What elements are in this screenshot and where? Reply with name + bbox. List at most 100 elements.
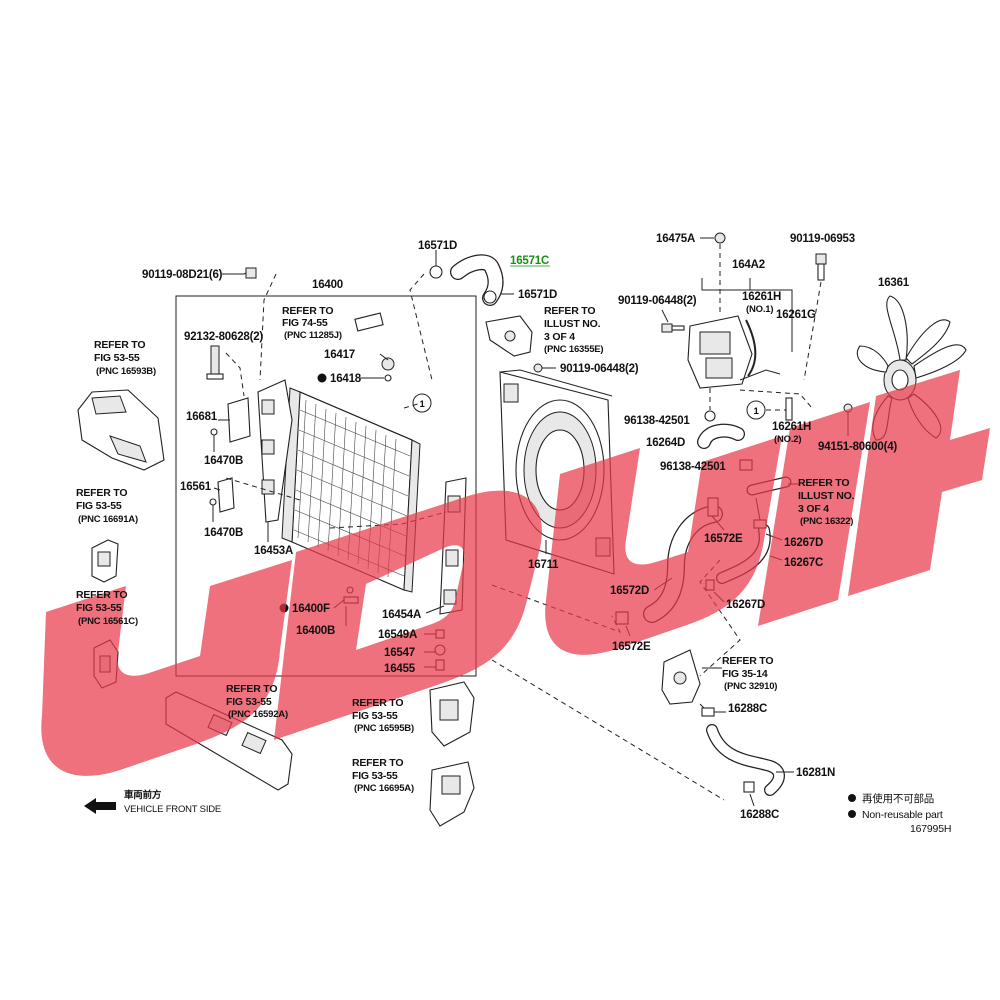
hose-16281n xyxy=(706,724,785,796)
label-16418: 16418 xyxy=(330,373,362,385)
label-ref-illust-2-b: ILLUST NO. xyxy=(798,490,855,502)
label-ref-illust-2: REFER TO xyxy=(798,477,849,489)
label-ref-illust-1-b: ILLUST NO. xyxy=(544,318,601,330)
dash-lower xyxy=(491,659,725,801)
bracket-line-164a2 xyxy=(701,278,793,352)
ref-circle-1-left xyxy=(412,393,432,413)
label-16711: 16711 xyxy=(528,559,559,571)
label-ref-53-55-f-fig: FIG 53-55 xyxy=(352,770,398,782)
ref-circle-1-left-text: 1 xyxy=(419,399,425,410)
bracket-16595b xyxy=(429,681,475,747)
legend-bullet-jp xyxy=(848,794,856,802)
label-16267c: 16267C xyxy=(784,557,823,569)
label-ref-illust-1-pnc: (PNC 16355E) xyxy=(544,344,603,355)
label-ref-74-55-pnc: (PNC 11285J) xyxy=(284,330,342,341)
cap-16475a xyxy=(714,232,726,244)
label-ref-53-55-e-fig: FIG 53-55 xyxy=(352,710,398,722)
reservoir-164a2 xyxy=(687,315,753,389)
label-16261h-no2-sub: (NO.2) xyxy=(774,434,801,445)
label-ref-53-55-c-pnc: (PNC 16561C) xyxy=(78,616,138,627)
label-16361: 16361 xyxy=(878,277,910,289)
label-16571d-top: 16571D xyxy=(418,240,457,252)
label-16261g: 16261G xyxy=(776,309,816,321)
label-16571d-mid: 16571D xyxy=(518,289,557,301)
hose-16261g xyxy=(739,369,781,381)
clip-16470b-top xyxy=(210,428,218,436)
watermark-logo xyxy=(41,370,990,776)
label-16281n: 16281N xyxy=(796,767,835,779)
legend-bullet-en xyxy=(848,810,856,818)
label-ref-35-14-fig: FIG 35-14 xyxy=(722,668,768,680)
label-16264d: 16264D xyxy=(646,437,685,449)
vehicle-front-arrow xyxy=(84,798,116,814)
label-16547: 16547 xyxy=(384,647,415,659)
label-90119-06448-b: 90119-06448(2) xyxy=(618,295,697,307)
label-16455: 16455 xyxy=(384,663,416,675)
label-ref-illust-2-c: 3 OF 4 xyxy=(798,503,829,515)
label-96138-2: 96138-42501 xyxy=(660,461,726,473)
bracket-16593b xyxy=(77,389,165,471)
label-16681: 16681 xyxy=(186,411,218,423)
label-ref-53-55-a-fig: FIG 53-55 xyxy=(94,352,140,364)
label-16288c-2: 16288C xyxy=(740,809,779,821)
label-90119-08d21: 90119-08D21(6) xyxy=(142,269,223,281)
label-16400b: 16400B xyxy=(296,625,335,637)
label-90119-06953: 90119-06953 xyxy=(790,233,855,245)
bolt-92132 xyxy=(206,345,224,380)
label-16454a: 16454A xyxy=(382,609,421,621)
label-16561: 16561 xyxy=(180,481,212,493)
hose-16264d xyxy=(697,423,745,449)
bolt-90119-06448-a xyxy=(533,363,543,373)
label-ref-illust-1: REFER TO xyxy=(544,305,595,317)
figure-number: 167995H xyxy=(910,823,951,835)
label-ref-53-55-a: REFER TO xyxy=(94,339,145,351)
bolt-90119-08d21 xyxy=(245,267,257,279)
clamp-16288c-top xyxy=(701,707,715,717)
label-16288c-1: 16288C xyxy=(728,703,767,715)
label-ref-53-55-c-fig: FIG 53-55 xyxy=(76,602,122,614)
label-ref-53-55-e: REFER TO xyxy=(352,697,403,709)
label-16400f: 16400F xyxy=(292,603,330,615)
label-16572d: 16572D xyxy=(610,585,649,597)
ref-circle-1-right xyxy=(746,400,766,420)
bolt-90119-06953 xyxy=(815,253,827,281)
label-16571c: 16571C xyxy=(510,255,549,267)
hose-16261h-no1 xyxy=(745,319,757,377)
label-front-en: VEHICLE FRONT SIDE xyxy=(124,804,221,815)
hose-16261h-no2 xyxy=(785,397,793,421)
label-ref-35-14-pnc: (PNC 32910) xyxy=(724,681,777,692)
bullet-16418 xyxy=(317,373,327,383)
label-ref-53-55-f: REFER TO xyxy=(352,757,403,769)
clip-96138-1 xyxy=(704,410,716,422)
label-front-jp: 車両前方 xyxy=(124,789,162,801)
label-ref-illust-2-pnc: (PNC 16322) xyxy=(800,516,853,527)
label-ref-illust-1-c: 3 OF 4 xyxy=(544,331,575,343)
label-layer: 90119-08D21(6) 16400 REFER TO FIG 74-55 … xyxy=(76,233,951,835)
label-16470b-1: 16470B xyxy=(204,455,243,467)
plate-11285j xyxy=(354,312,384,332)
label-ref-74-55: REFER TO xyxy=(282,305,333,317)
bracket-16691a xyxy=(91,539,119,583)
label-ref-53-55-c: REFER TO xyxy=(76,589,127,601)
upper-hose-16571c xyxy=(429,254,504,306)
label-ref-53-55-b-fig: FIG 53-55 xyxy=(76,500,122,512)
label-90119-06448-a: 90119-06448(2) xyxy=(560,363,639,375)
label-16572e-1: 16572E xyxy=(704,533,743,545)
label-16400: 16400 xyxy=(312,279,343,291)
bolt-90119-06448-b xyxy=(661,323,685,333)
drain-cock-16417 xyxy=(381,357,395,382)
label-16453a: 16453A xyxy=(254,545,293,557)
label-164a2: 164A2 xyxy=(732,259,765,271)
label-16267d-1: 16267D xyxy=(784,537,823,549)
legend-en: Non-reusable part xyxy=(862,809,943,821)
bracket-16561 xyxy=(217,477,235,513)
label-ref-53-55-d: REFER TO xyxy=(226,683,277,695)
label-16475a: 16475A xyxy=(656,233,695,245)
label-16261h-no1-sub: (NO.1) xyxy=(746,304,773,315)
bracket-16681 xyxy=(227,397,251,443)
label-16572e-2: 16572E xyxy=(612,641,651,653)
label-16470b-2: 16470B xyxy=(204,527,243,539)
label-16267d-2: 16267D xyxy=(726,599,765,611)
label-92132: 92132-80628(2) xyxy=(184,331,263,343)
label-ref-53-55-b: REFER TO xyxy=(76,487,127,499)
